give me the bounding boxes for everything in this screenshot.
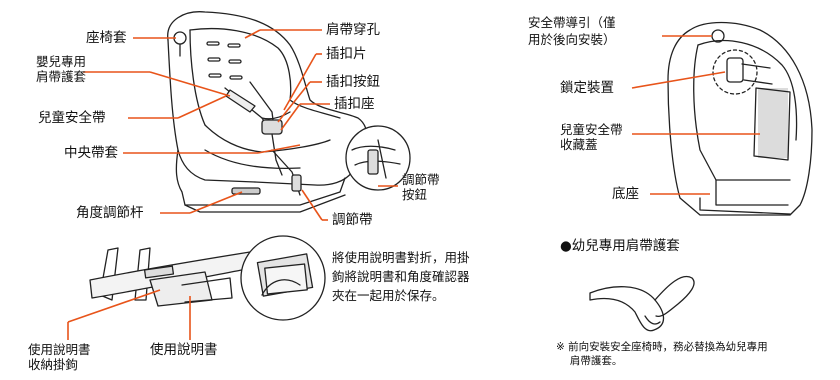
label-infant-pad-title: ●幼兒專用肩帶護套 <box>560 238 680 254</box>
label-buckle-tongue: 插扣片 <box>326 46 367 62</box>
label-harness-storage: 兒童安全帶 收藏蓋 <box>560 122 623 152</box>
rear-seat-drawing <box>667 21 813 216</box>
label-buckle-button: 插扣按鈕 <box>326 74 380 90</box>
label-seat-cover: 座椅套 <box>86 30 127 46</box>
label-recline-lever: 角度調節杆 <box>76 205 144 221</box>
label-adjust-strap: 調節帶 <box>332 212 373 228</box>
label-child-harness: 兒童安全帶 <box>38 110 106 126</box>
footnote: ※ 前向安裝安全座椅時，務必替換為幼兒專用 肩帶護套。 <box>556 341 768 367</box>
infant-pad-drawing <box>589 275 695 332</box>
label-shoulder-slot: 肩帶穿孔 <box>326 22 380 38</box>
label-manual-instruction: 將使用說明書對折，用掛 鉤將說明書和角度確認器 夾在一起用於保存。 <box>332 250 470 303</box>
label-base: 底座 <box>612 186 639 202</box>
label-buckle-base: 插扣座 <box>334 96 375 112</box>
label-manual: 使用說明書 <box>150 342 218 358</box>
label-manual-holder: 使用說明書 收納掛鉤 <box>28 342 91 372</box>
label-center-strap: 中央帶套 <box>64 145 118 161</box>
label-belt-guide: 安全帶導引（僅 用於後向安裝） <box>528 15 616 47</box>
label-adjust-button: 調節帶 按鈕 <box>402 172 440 202</box>
main-seat-drawing <box>167 11 411 213</box>
manual-storage-drawing <box>89 235 326 321</box>
label-lock-device: 鎖定裝置 <box>560 80 614 96</box>
label-infant-pad: 嬰兒專用 肩帶護套 <box>36 54 87 84</box>
